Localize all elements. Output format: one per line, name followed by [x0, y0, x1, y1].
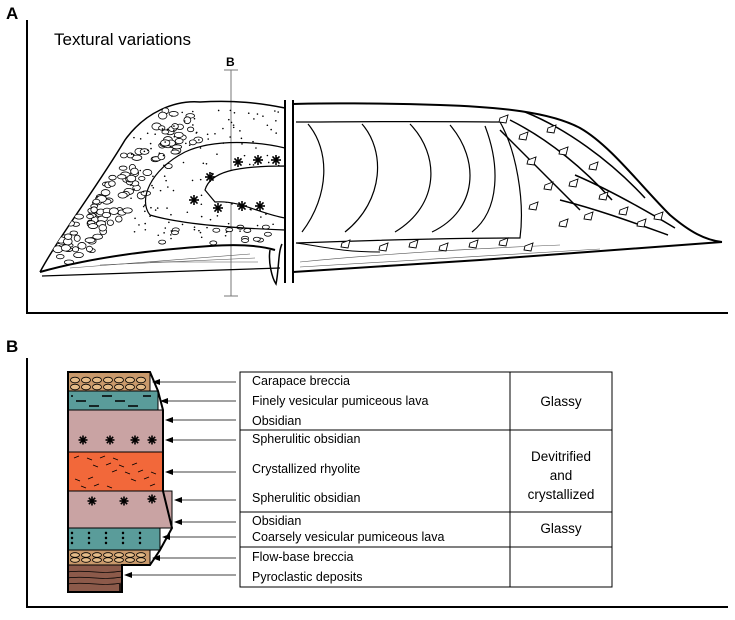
layer-label: Spherulitic obsidian	[252, 432, 361, 446]
spherulite-icon	[105, 435, 115, 445]
layer-label: Flow-base breccia	[252, 550, 354, 564]
panel-a-letter: A	[6, 4, 19, 23]
layer-label: Obsidian	[252, 514, 302, 528]
panel-a-title: Textural variations	[54, 30, 192, 49]
panel-b-letter: B	[6, 337, 19, 356]
spherulite-icon	[119, 496, 129, 506]
layer-label: Pyroclastic deposits	[252, 570, 363, 584]
spherulite-icon	[205, 172, 215, 182]
spherulite-icon	[147, 494, 157, 504]
spherulite-icon	[78, 435, 88, 445]
section-marker-label: B	[226, 55, 235, 69]
spherulite-icon	[255, 201, 265, 211]
panel-a-frame	[26, 20, 728, 314]
layer-label: Coarsely vesicular pumiceous lava	[252, 530, 445, 544]
spherulite-icon	[213, 203, 223, 213]
spherulite-icon	[189, 195, 199, 205]
right-flow	[292, 102, 723, 273]
texture-class-devitrified: Devitrified and crystallized	[527, 449, 595, 502]
left-dome	[39, 100, 286, 286]
spherulite-icon	[271, 155, 281, 165]
layer-pointer-arrows	[124, 379, 236, 578]
layer-label: Finely vesicular pumiceous lava	[252, 394, 429, 408]
layer-label: Crystallized rhyolite	[252, 462, 361, 476]
texture-class-glassy-lower: Glassy	[540, 521, 582, 536]
spherulite-icon	[87, 496, 97, 506]
spherulite-icon	[130, 435, 140, 445]
panel-b-frame	[26, 358, 728, 608]
spherulite-icon	[147, 435, 157, 445]
layer-label: Obsidian	[252, 414, 302, 428]
spherulite-icon	[233, 157, 243, 167]
spherulite-icon	[253, 155, 263, 165]
layer-label: Spherulitic obsidian	[252, 491, 361, 505]
layer-label: Carapace breccia	[252, 374, 350, 388]
texture-class-glassy-upper: Glassy	[540, 394, 582, 409]
spherulite-symbols	[189, 155, 281, 213]
spherulite-icon	[237, 201, 247, 211]
